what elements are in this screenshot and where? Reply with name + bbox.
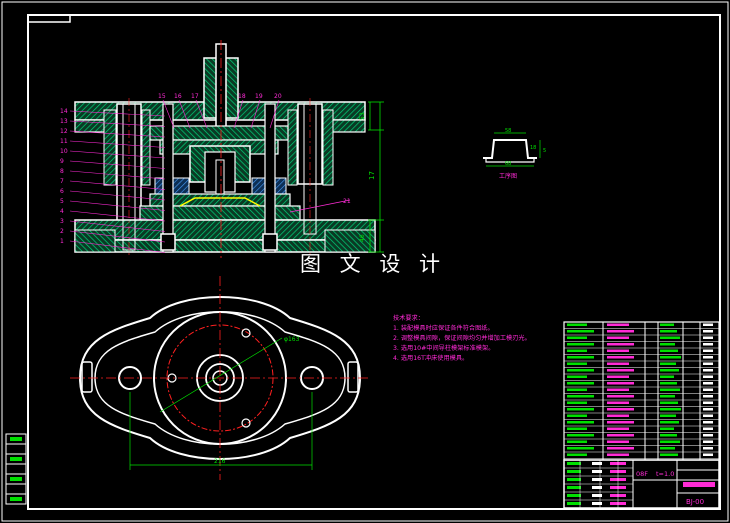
part-dim-right-a: 18 xyxy=(530,145,536,151)
balloon-2: 2 xyxy=(60,228,64,235)
die-section-view: 17 53 46 xyxy=(74,40,384,258)
balloon-6: 6 xyxy=(60,188,64,195)
balloon-4: 4 xyxy=(60,208,64,215)
part-dim-top: 58 xyxy=(505,128,511,134)
title-drawing-number: BJ-00 xyxy=(686,498,704,506)
part-sketch-label: 工序图 xyxy=(499,172,517,180)
plan-width-dim: 216 xyxy=(214,458,226,465)
balloon-7: 7 xyxy=(60,178,64,185)
inner-drawing-frame xyxy=(27,14,721,510)
top-part-balloons: 15 16 17 18 19 20 xyxy=(158,93,282,129)
tech-note-4: 4. 选用16T冲床使用模具。 xyxy=(393,355,469,362)
left-part-balloons: 14 13 12 11 10 9 8 7 6 5 4 3 2 1 xyxy=(60,108,166,253)
balloon-15: 15 xyxy=(158,93,166,100)
tech-note-2: 2. 调整模具间隙，保证间隙均匀并增加工模刃光。 xyxy=(393,335,531,342)
part-dim-bottom: 68 xyxy=(505,161,511,167)
balloon-11: 11 xyxy=(60,138,68,145)
balloon-16: 16 xyxy=(174,93,182,100)
dim-total-height: 17 xyxy=(368,171,376,180)
title-thickness: t=1.0 xyxy=(656,470,674,478)
watermark: 图 文 设 计 xyxy=(300,252,447,276)
technical-requirements: 技术要求： 1. 装配模具时应保证各件符合图纸。 2. 调整模具间隙，保证间隙均… xyxy=(393,314,531,364)
balloon-13: 13 xyxy=(60,118,68,125)
tech-note-3: 3. 选用10#中间导柱模架标准模架。 xyxy=(393,345,495,352)
title-block: 08F t=1.0 BJ-00 xyxy=(563,459,720,509)
tech-note-1: 1. 装配模具时应保证各件符合图纸。 xyxy=(393,325,494,332)
balloon-9: 9 xyxy=(60,158,64,165)
plan-pcd-dim: φ163 xyxy=(284,336,300,343)
balloon-21: 21 xyxy=(343,198,351,205)
balloon-10: 10 xyxy=(60,148,68,155)
tech-notes-title: 技术要求： xyxy=(393,315,424,322)
bill-of-materials xyxy=(563,321,720,461)
balloon-3: 3 xyxy=(60,218,64,225)
balloon-14: 14 xyxy=(60,108,68,115)
die-plan-view: 216 φ163 xyxy=(70,276,370,480)
balloon-19: 19 xyxy=(255,93,263,100)
part-sketch: 58 68 18 5 工序图 xyxy=(483,128,546,180)
corner-tab xyxy=(27,15,71,23)
balloon-21-leader: 21 xyxy=(289,198,351,213)
balloon-20: 20 xyxy=(274,93,282,100)
balloon-5: 5 xyxy=(60,198,64,205)
margin-stamp xyxy=(5,433,27,505)
part-dim-right-b: 5 xyxy=(543,148,546,154)
balloon-12: 12 xyxy=(60,128,68,135)
balloon-8: 8 xyxy=(60,168,64,175)
balloon-17: 17 xyxy=(191,93,199,100)
balloon-1: 1 xyxy=(60,238,64,245)
title-material: 08F xyxy=(636,470,648,478)
dim-bottom-height: 46 xyxy=(359,234,366,242)
balloon-18: 18 xyxy=(238,93,246,100)
dim-top-height: 53 xyxy=(359,112,366,120)
